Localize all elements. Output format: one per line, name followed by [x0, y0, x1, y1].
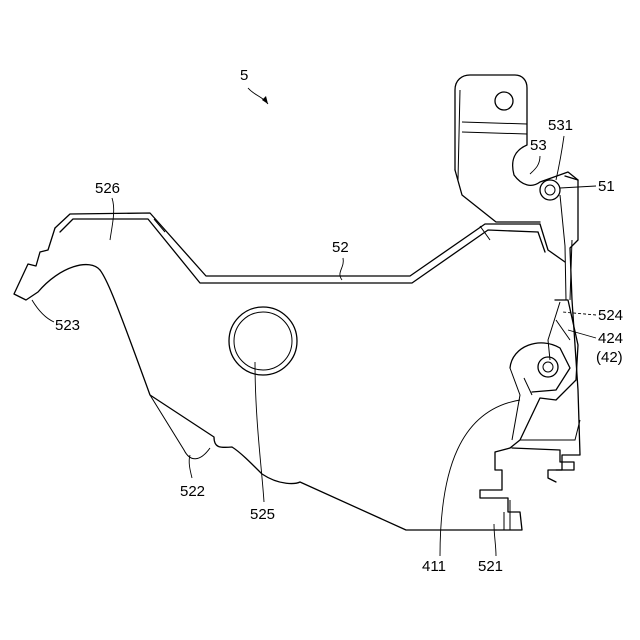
label-411: 411 [422, 558, 446, 575]
leader-521 [494, 524, 496, 556]
label-424: 424 [598, 330, 623, 347]
latch-424-edge [548, 302, 570, 360]
label-5: 5 [240, 67, 248, 84]
lower-tab-521-fold [504, 500, 510, 530]
label-53: 53 [530, 137, 547, 154]
latch-424 [510, 300, 578, 448]
leader-424 [568, 330, 596, 338]
label-42: (42) [596, 349, 623, 366]
label-525: 525 [250, 506, 275, 523]
pivot-51-inner [545, 185, 555, 195]
hole-525 [229, 307, 297, 375]
side-plate [556, 176, 580, 470]
roller-411-body [510, 343, 570, 392]
body-plate-inner-edge [150, 395, 210, 459]
label-523: 523 [55, 317, 80, 334]
lower-tab-521 [480, 448, 522, 530]
lever-arm-52-ridge [154, 219, 490, 240]
lower-rail-inner [520, 420, 580, 440]
pivot-51 [540, 180, 560, 200]
leader-411 [440, 400, 520, 556]
arm-to-plate [538, 224, 565, 262]
label-522: 522 [180, 483, 205, 500]
arrowhead-5 [262, 96, 268, 104]
bracket-hole [495, 92, 513, 110]
label-52: 52 [332, 239, 349, 256]
leader-524 [562, 312, 596, 315]
hole-525-inner [234, 312, 292, 370]
label-531: 531 [548, 117, 573, 134]
leader-53 [530, 156, 540, 174]
roller-411 [538, 357, 558, 377]
hook-523 [14, 228, 100, 300]
leader-523 [32, 300, 54, 322]
leader-52 [340, 258, 343, 280]
leader-525 [255, 362, 264, 502]
label-51: 51 [598, 178, 615, 195]
upper-bracket-ribs [458, 90, 527, 180]
label-521: 521 [478, 558, 503, 575]
label-524: 524 [598, 307, 623, 324]
label-526: 526 [95, 180, 120, 197]
upper-bracket-53-left [455, 170, 540, 222]
lower-rail [512, 448, 574, 482]
roller-arm [510, 368, 532, 440]
lever-arm-52-lower [60, 219, 538, 283]
body-plate [100, 270, 496, 530]
roller-411-inner [543, 362, 553, 372]
